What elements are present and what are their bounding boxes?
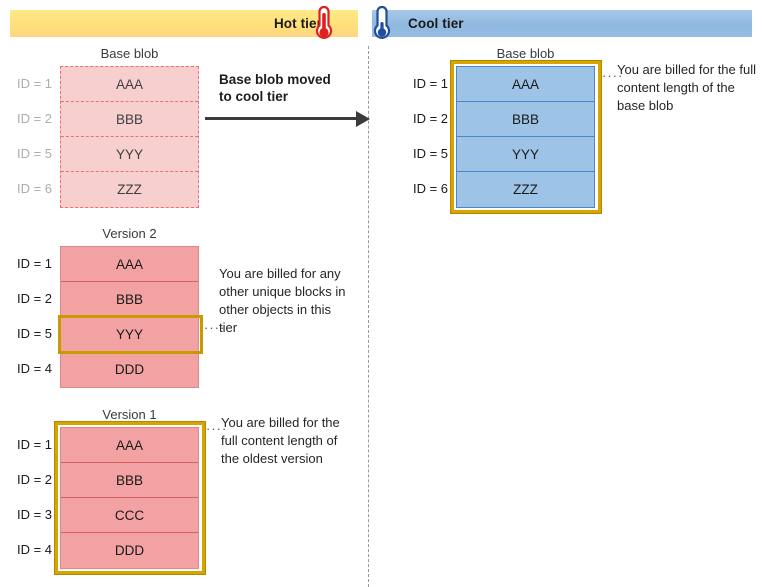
hot-base-blob-blocks: AAA BBB YYY ZZZ xyxy=(60,66,199,208)
cool-base-blob-blocks: AAA BBB YYY ZZZ xyxy=(456,66,595,208)
hot-tier-header: Hot tier xyxy=(10,10,358,37)
version2-annotation-leader: ···· xyxy=(204,320,226,335)
block-row: BBB xyxy=(61,282,198,317)
hot-version1-title: Version 1 xyxy=(102,407,157,422)
hot-version1-id-column: ID = 1 ID = 2 ID = 3 ID = 4 xyxy=(0,427,52,567)
version2-annotation: You are billed for any other unique bloc… xyxy=(219,266,346,335)
arrow-label: Base blob moved to cool tier xyxy=(219,71,369,105)
thermometer-cool-icon xyxy=(370,4,394,49)
block-value: CCC xyxy=(114,507,145,523)
arrow-label-line2: to cool tier xyxy=(219,89,289,104)
id-label: ID = 6 xyxy=(412,181,448,196)
cool-base-blob-id-column: ID = 1 ID = 2 ID = 5 ID = 6 xyxy=(396,66,448,206)
cool-tier-header: Cool tier xyxy=(372,10,752,37)
block-value: AAA xyxy=(115,76,143,92)
block-row: YYY xyxy=(457,137,594,172)
block-value: ZZZ xyxy=(117,182,142,197)
id-label: ID = 6 xyxy=(16,181,52,196)
block-value: BBB xyxy=(115,111,143,127)
block-row: CCC xyxy=(61,498,198,533)
block-row: AAA xyxy=(61,428,198,463)
id-label: ID = 2 xyxy=(412,111,448,126)
id-label: ID = 5 xyxy=(412,146,448,161)
version1-annotation-leader: ···· xyxy=(206,421,228,436)
id-label: ID = 1 xyxy=(16,256,52,271)
block-value: ZZZ xyxy=(513,182,538,197)
arrow-label-line1: Base blob moved xyxy=(219,72,331,87)
block-value: BBB xyxy=(115,291,143,307)
block-row: BBB xyxy=(61,102,198,137)
id-label: ID = 2 xyxy=(16,111,52,126)
id-label: ID = 1 xyxy=(412,76,448,91)
block-value: DDD xyxy=(114,543,145,558)
block-row: AAA xyxy=(61,247,198,282)
block-value: BBB xyxy=(511,111,539,127)
hot-version2-blocks: AAA BBB YYY DDD xyxy=(60,246,199,388)
block-row: ZZZ xyxy=(457,172,594,207)
hot-version2-id-column: ID = 1 ID = 2 ID = 5 ID = 4 xyxy=(0,246,52,386)
id-label: ID = 3 xyxy=(16,507,52,522)
version1-annotation: You are billed for the full content leng… xyxy=(221,415,340,466)
block-value: YYY xyxy=(115,326,143,342)
tier-divider xyxy=(368,46,369,587)
id-label: ID = 2 xyxy=(16,472,52,487)
block-row: BBB xyxy=(61,463,198,498)
block-value: AAA xyxy=(115,256,143,272)
id-label: ID = 4 xyxy=(16,361,52,376)
block-row: ZZZ xyxy=(61,172,198,207)
cool-base-annotation-leader: ···· xyxy=(602,68,624,83)
block-row: AAA xyxy=(457,67,594,102)
block-row: BBB xyxy=(457,102,594,137)
id-label: ID = 1 xyxy=(16,437,52,452)
id-label: ID = 1 xyxy=(16,76,52,91)
block-row: DDD xyxy=(61,533,198,568)
id-label: ID = 2 xyxy=(16,291,52,306)
id-label: ID = 5 xyxy=(16,146,52,161)
block-row: DDD xyxy=(61,352,198,387)
block-row: AAA xyxy=(61,67,198,102)
cool-base-annotation: You are billed for the full content leng… xyxy=(617,62,757,113)
hot-tier-label: Hot tier xyxy=(273,16,322,31)
id-label: ID = 4 xyxy=(16,542,52,557)
block-value: BBB xyxy=(115,472,143,488)
thermometer-hot-icon xyxy=(312,4,336,49)
block-value: YYY xyxy=(511,146,539,162)
hot-version2-title: Version 2 xyxy=(102,226,157,241)
block-row-highlighted: YYY xyxy=(61,317,198,352)
hot-base-blob-title: Base blob xyxy=(100,46,159,61)
block-value: YYY xyxy=(115,146,143,162)
right-arrow-icon xyxy=(205,117,357,120)
block-value: DDD xyxy=(114,362,145,377)
id-label: ID = 5 xyxy=(16,326,52,341)
block-value: AAA xyxy=(511,76,539,92)
cool-tier-label: Cool tier xyxy=(408,16,464,31)
right-arrow-head-icon xyxy=(356,110,370,127)
hot-base-blob-id-column: ID = 1 ID = 2 ID = 5 ID = 6 xyxy=(0,66,52,206)
block-row: YYY xyxy=(61,137,198,172)
cool-base-blob-title: Base blob xyxy=(496,46,555,61)
block-value: AAA xyxy=(115,437,143,453)
hot-version1-blocks: AAA BBB CCC DDD xyxy=(60,427,199,569)
